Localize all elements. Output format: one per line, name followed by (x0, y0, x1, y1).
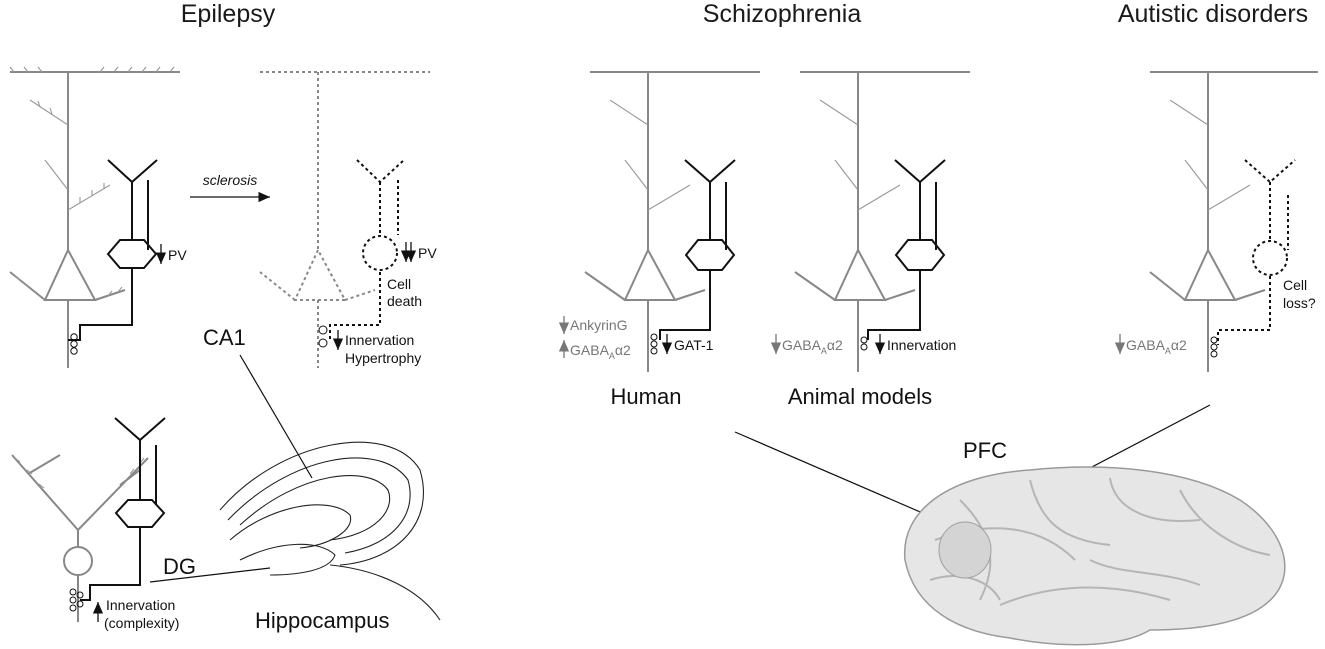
granule-cell (11, 454, 149, 622)
label-dg-complexity: (complexity) (104, 615, 179, 631)
hippocampus-outline (219, 441, 441, 621)
label-cell-death-2: death (387, 293, 422, 309)
pfc-pointer-left (734, 431, 956, 528)
label-gaba-human: GABAAα2 (570, 342, 631, 361)
interneuron-autism (1210, 159, 1296, 358)
label-ca1: CA1 (203, 325, 246, 350)
title-autism: Autistic disorders (1118, 0, 1308, 28)
label-human: Human (611, 384, 682, 409)
label-gat1: GAT-1 (674, 337, 714, 353)
title-schizophrenia: Schizophrenia (703, 0, 862, 28)
title-epilepsy: Epilepsy (181, 0, 276, 28)
label-gaba-animal: GABAAα2 (782, 337, 843, 356)
pyramidal-neuron-healthy (9, 66, 180, 368)
label-pv: PV (168, 247, 187, 263)
label-cell-loss-1: Cell (1283, 277, 1307, 293)
label-animal-models: Animal models (788, 384, 932, 409)
interneuron-human (650, 159, 736, 355)
ca1-pointer (239, 354, 313, 479)
label-dg-innervation: Innervation (106, 597, 175, 613)
label-innervation: Innervation (345, 332, 414, 348)
synapse-boutons-dg (69, 588, 84, 612)
label-sclerosis: sclerosis (203, 172, 257, 188)
synapse-boutons (70, 333, 78, 355)
pfc-region (938, 521, 992, 579)
pyramidal-neuron-human (584, 71, 760, 372)
label-pv-reduced: PV (418, 245, 437, 261)
interneuron-dead (318, 159, 405, 348)
label-ankyrin: AnkyrinG (570, 317, 628, 333)
interneuron-animal (860, 159, 946, 351)
label-hypertrophy: Hypertrophy (345, 350, 421, 366)
label-pfc: PFC (963, 438, 1007, 463)
pyramidal-neuron-animal (794, 71, 970, 372)
dg-pointer (149, 567, 271, 583)
label-dg: DG (163, 554, 196, 579)
label-hippocampus: Hippocampus (255, 608, 390, 633)
label-cell-death-1: Cell (387, 276, 411, 292)
interneuron-healthy (68, 159, 158, 355)
label-gaba-autism: GABAAα2 (1126, 337, 1187, 356)
interneuron-dg (69, 417, 166, 612)
label-innervation-animal: Innervation (887, 337, 956, 353)
pyramidal-neuron-autism (1149, 71, 1318, 372)
brain-image (904, 466, 1286, 646)
pyramidal-neuron-sclerotic (259, 71, 430, 368)
label-cell-loss-2: loss? (1283, 295, 1316, 311)
